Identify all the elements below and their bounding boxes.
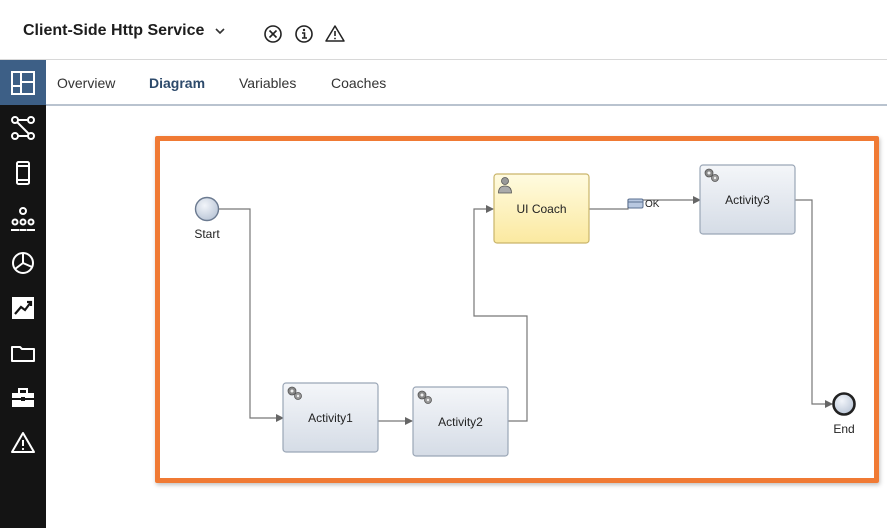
activity1-node[interactable]: Activity1 [282,382,379,453]
activity2-node[interactable]: Activity2 [412,386,509,457]
tab-diagram[interactable]: Diagram [149,75,206,91]
header-bar: Client-Side Http Service [0,0,887,60]
tab-overview[interactable]: Overview [57,75,116,91]
warning-icon[interactable] [324,23,346,45]
team-icon [11,206,35,231]
ui-coach-label: UI Coach [516,202,566,216]
sidebar-item-toolbox[interactable] [0,375,46,420]
sidebar-item-folder[interactable] [0,330,46,375]
sidebar-item-warnings[interactable] [0,420,46,465]
pie-chart-icon [12,251,34,274]
dashboard-icon [11,70,35,95]
warning-icon [11,431,35,453]
page-title: Client-Side Http Service [23,22,205,39]
trend-chart-icon [12,296,34,319]
info-icon[interactable] [293,23,315,45]
flow-activity2-to-ui-coach[interactable] [473,205,528,422]
sidebar-item-trend-chart[interactable] [0,285,46,330]
close-circle-icon[interactable] [262,23,284,45]
tab-variables[interactable]: Variables [239,75,297,91]
flow-activity3-to-end[interactable] [795,199,833,408]
user-task-person-icon [498,177,512,194]
ui-coach-node[interactable]: UI Coach [493,173,590,244]
tab-coaches[interactable]: Coaches [331,75,387,91]
toolbox-icon [12,387,34,407]
flow-start-to-activity1[interactable] [219,208,284,422]
activity3-label: Activity3 [725,193,770,207]
chevron-down-icon[interactable] [213,24,227,38]
sidebar-item-dashboard[interactable] [0,60,46,105]
sidebar-item-flow[interactable] [0,105,46,150]
coach-event-icon [627,198,644,209]
start-label: Start [194,227,220,241]
sidebar-item-mobile[interactable] [0,150,46,195]
ok-flow-marker[interactable]: OK [627,198,660,210]
start-event[interactable]: Start [194,196,220,242]
tab-bar: Overview Diagram Variables Coaches [46,60,887,106]
activity1-label: Activity1 [308,411,353,425]
activity2-label: Activity2 [438,415,483,429]
ok-flow-label: OK [645,199,660,210]
selection-frame [155,136,879,483]
folder-icon [11,345,35,362]
sidebar-item-team[interactable] [0,195,46,240]
sidebar [0,60,46,528]
sidebar-item-pie-chart[interactable] [0,240,46,285]
end-label: End [833,422,854,436]
end-event[interactable]: End [832,392,856,437]
activity3-node[interactable]: Activity3 [699,164,796,235]
mobile-icon [16,160,30,185]
flow-icon [11,115,35,140]
